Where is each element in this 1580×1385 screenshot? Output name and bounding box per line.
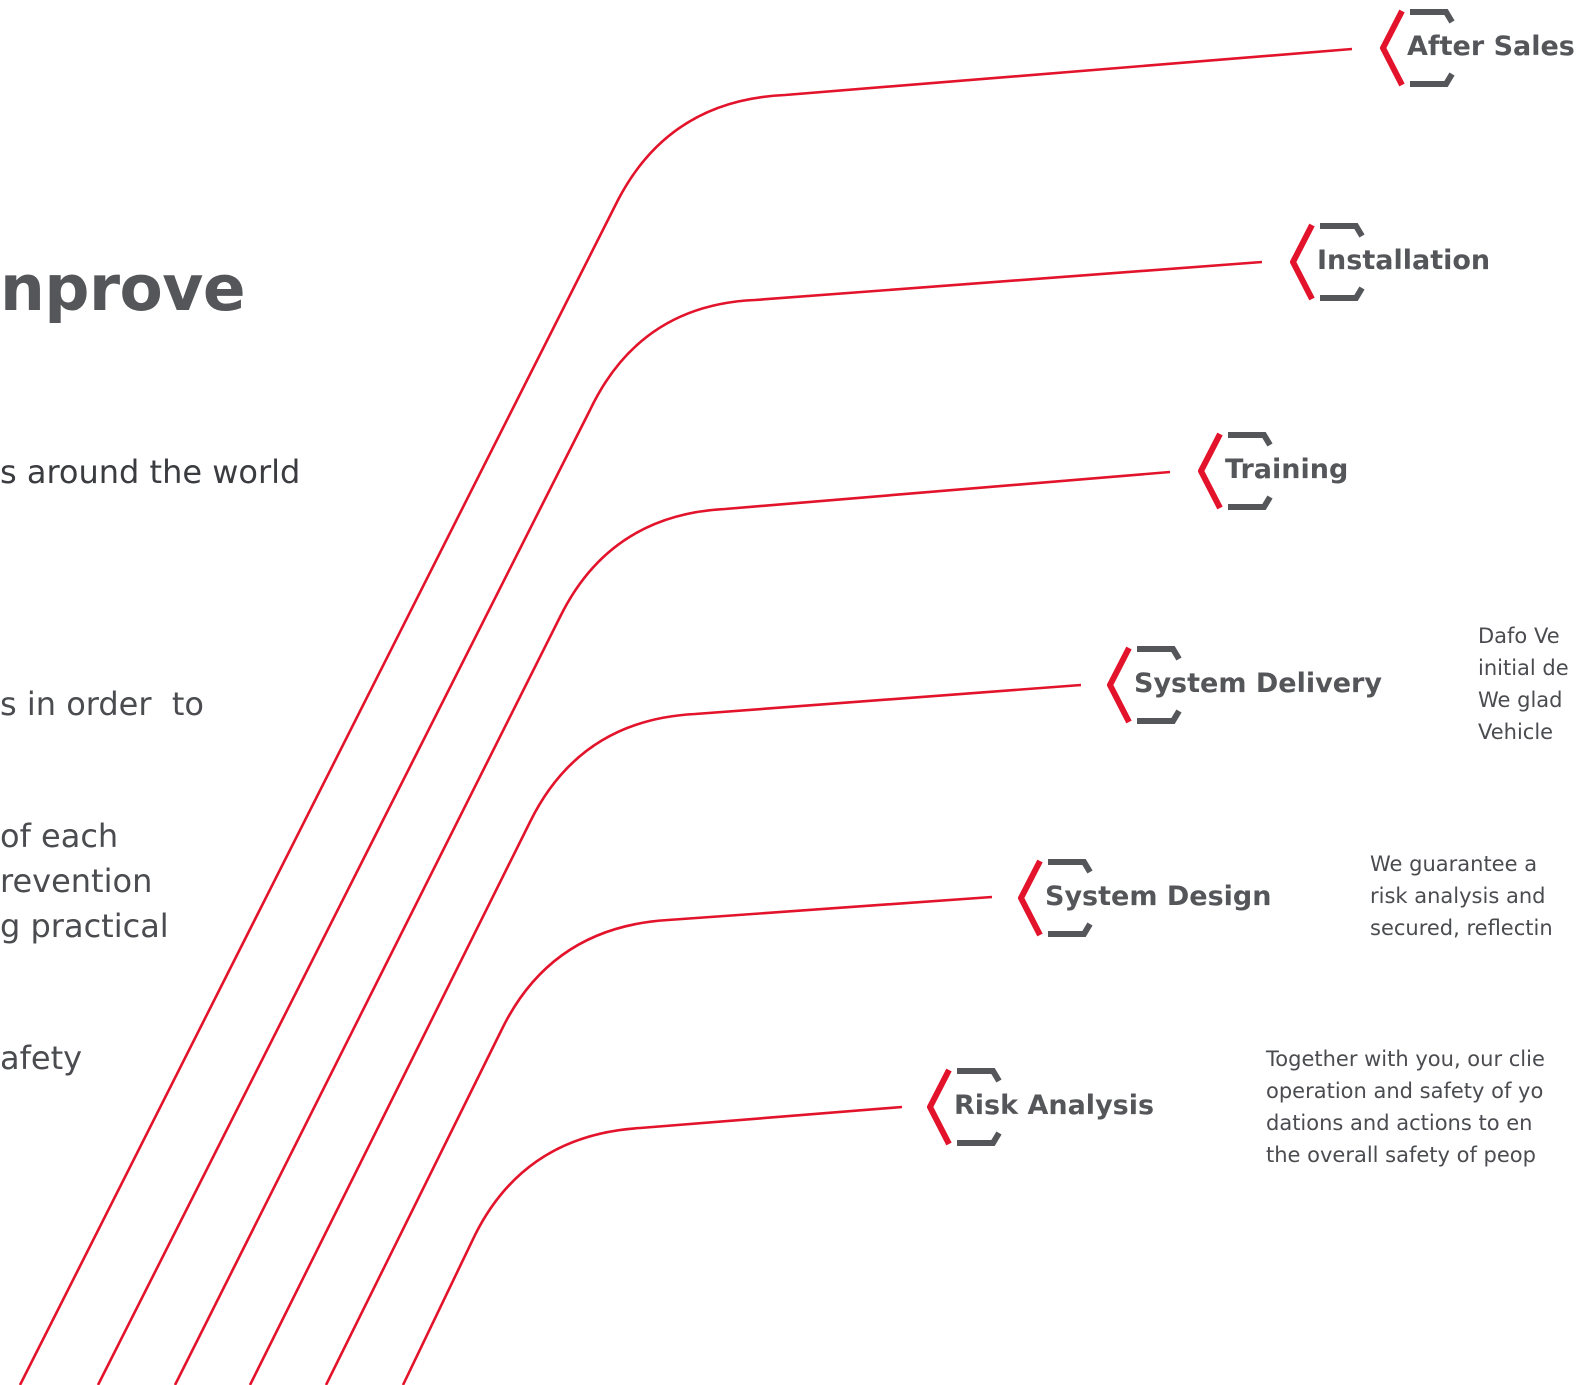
hexagon-bracket-icon — [1380, 9, 1455, 87]
step-label: System Design — [1045, 881, 1272, 912]
connector-line-training — [173, 470, 1171, 1385]
connector-line-risk-analysis — [401, 1105, 903, 1385]
body-text-line: of each — [0, 817, 119, 855]
body-text-line: revention — [0, 862, 153, 900]
hexagon-bracket-icon — [1107, 646, 1182, 724]
step-label: Installation — [1317, 245, 1491, 276]
step-label: System Delivery — [1134, 668, 1382, 699]
connector-line-system-delivery — [248, 683, 1082, 1385]
page-subheading: s around the world — [0, 453, 301, 491]
system-design-description: We guarantee a risk analysis and secured… — [1370, 852, 1553, 940]
hexagon-bracket-icon — [1018, 859, 1093, 937]
body-text-line: afety — [0, 1039, 83, 1077]
connector-line-after-sales — [18, 47, 1353, 1385]
step-label: Training — [1225, 454, 1349, 485]
hexagon-bracket-icon — [1198, 432, 1273, 510]
step-label: After Sales — [1407, 31, 1575, 62]
page-heading: nprove — [0, 252, 246, 325]
body-text-line: s in order to — [0, 685, 204, 723]
hexagon-bracket-icon — [1290, 223, 1365, 301]
body-text-line: g practical — [0, 907, 169, 945]
step-label: Risk Analysis — [954, 1090, 1155, 1121]
system-delivery-description: Dafo Ve initial de We glad Vehicle — [1478, 624, 1569, 744]
connector-line-installation — [96, 260, 1263, 1385]
hexagon-bracket-icon — [927, 1068, 1002, 1146]
connector-line-system-design — [324, 895, 993, 1385]
risk-analysis-description: Together with you, our clie operation an… — [1266, 1047, 1545, 1167]
